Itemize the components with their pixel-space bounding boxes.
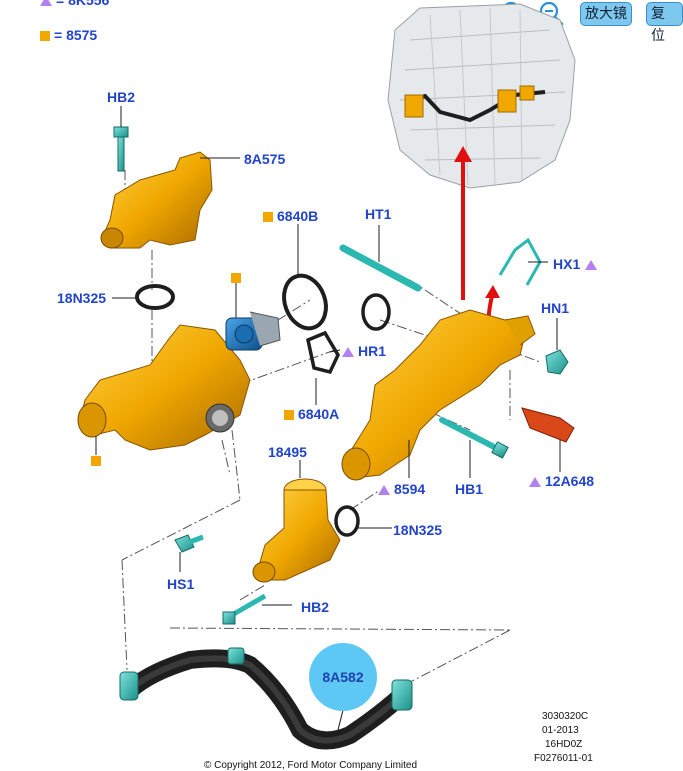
label-8594: 8594	[378, 481, 425, 497]
bolt-hb2-bottom	[222, 593, 267, 625]
leader-lines	[95, 106, 561, 731]
reset-button[interactable]: 复位	[646, 2, 683, 44]
info-line-3: 16HD0Z	[545, 739, 583, 750]
ring-18n325-left	[135, 284, 175, 310]
screw-hs1	[174, 534, 204, 553]
label-18n325-left: 18N325	[57, 290, 107, 306]
label-6840a: 6840A	[284, 406, 339, 422]
part-8a575	[100, 151, 213, 249]
label-hb2-top: HB2	[107, 89, 136, 105]
triangle-icon	[40, 0, 52, 7]
engine-block	[387, 3, 576, 189]
label-hx1: HX1	[553, 256, 598, 272]
info-line-2: 01-2013	[542, 725, 579, 736]
thermostat-housing	[77, 324, 251, 451]
part-thermostat	[225, 311, 281, 351]
legend-triangle: = 8K556	[40, 0, 109, 8]
ring-hr1	[361, 293, 391, 331]
label-12a648: 12A648	[529, 473, 594, 489]
part-8594	[341, 309, 536, 481]
legend-square: = 8575	[40, 27, 97, 43]
part-18495	[252, 478, 341, 583]
bolt-hb1	[439, 417, 503, 453]
bolt-hb2-top	[113, 126, 129, 172]
ring-18n325-bottom	[334, 505, 360, 537]
square-marker-housing	[91, 456, 101, 466]
magnifier-button[interactable]: 放大镜	[580, 2, 632, 26]
sensor-12a648	[521, 407, 575, 443]
hose-8a582	[119, 647, 413, 750]
square-icon	[40, 31, 50, 42]
label-8a575: 8A575	[244, 151, 286, 167]
label-hb2-bottom: HB2	[301, 599, 330, 615]
gasket-6840a	[305, 330, 340, 375]
info-line-4: F0276011-01	[534, 753, 593, 764]
square-marker-thermostat	[231, 273, 241, 283]
label-hr1: HR1	[342, 343, 386, 359]
info-line-1: 3030320C	[542, 711, 589, 722]
stud-ht1	[339, 244, 422, 292]
label-18n325-bottom: 18N325	[393, 522, 443, 538]
label-ht1: HT1	[365, 206, 392, 222]
label-hn1: HN1	[541, 300, 570, 316]
label-hb1: HB1	[455, 481, 484, 497]
clip-hx1	[498, 237, 542, 286]
nut-hn1	[545, 349, 569, 375]
copyright: © Copyright 2012, Ford Motor Company Lim…	[204, 760, 418, 771]
label-18495: 18495	[268, 444, 307, 460]
ring-6840b	[282, 273, 328, 331]
highlight-8a582[interactable]: 8A582	[309, 643, 377, 711]
label-6840b: 6840B	[263, 208, 318, 224]
label-hs1: HS1	[167, 576, 195, 592]
